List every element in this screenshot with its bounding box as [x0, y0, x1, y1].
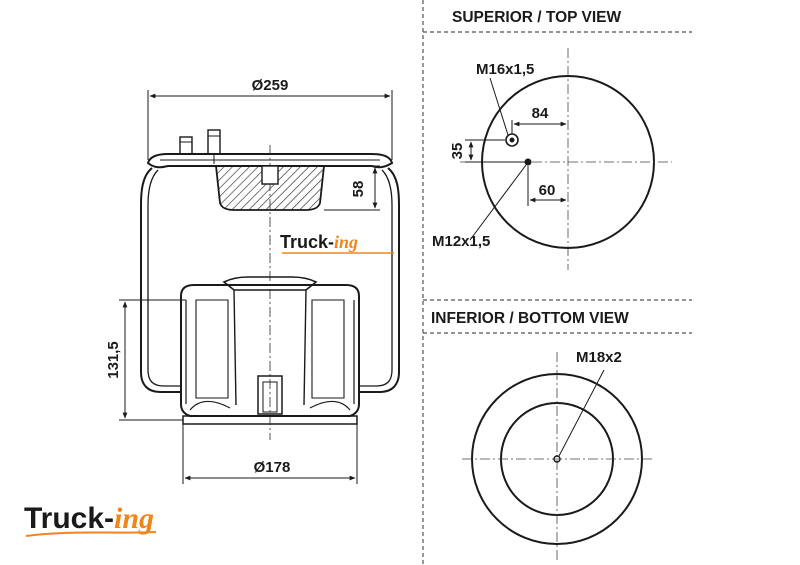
air-spring-section	[140, 129, 400, 440]
svg-text:Truck-ing: Truck-ing	[24, 502, 154, 535]
dimension-piston-height: 131,5	[105, 341, 122, 379]
top-view-heading: SUPERIOR / TOP VIEW	[452, 9, 621, 26]
dimension-lines	[119, 90, 393, 484]
port-offset-x: 60	[539, 182, 556, 199]
air-port-thread-label: M12x1,5	[432, 233, 490, 250]
offset-y: 35	[449, 143, 466, 160]
dimension-plate-height: 58	[350, 181, 367, 198]
stud-thread-label: M16x1,5	[476, 61, 534, 78]
dimension-bottom-diameter: Ø178	[254, 459, 291, 476]
bottom-view-drawing	[462, 352, 652, 560]
bottom-view-heading: INFERIOR / BOTTOM VIEW	[431, 310, 629, 327]
stud-offset-x: 84	[532, 105, 549, 122]
bottom-thread-label: M18x2	[576, 349, 622, 366]
top-view-drawing	[460, 48, 672, 270]
section-dividers	[422, 0, 692, 565]
brand-watermark: Truck-ing	[280, 232, 394, 254]
svg-text:Truck-ing: Truck-ing	[280, 232, 358, 252]
dimension-top-diameter: Ø259	[252, 77, 289, 94]
brand-logo: Truck-ing	[24, 502, 157, 537]
